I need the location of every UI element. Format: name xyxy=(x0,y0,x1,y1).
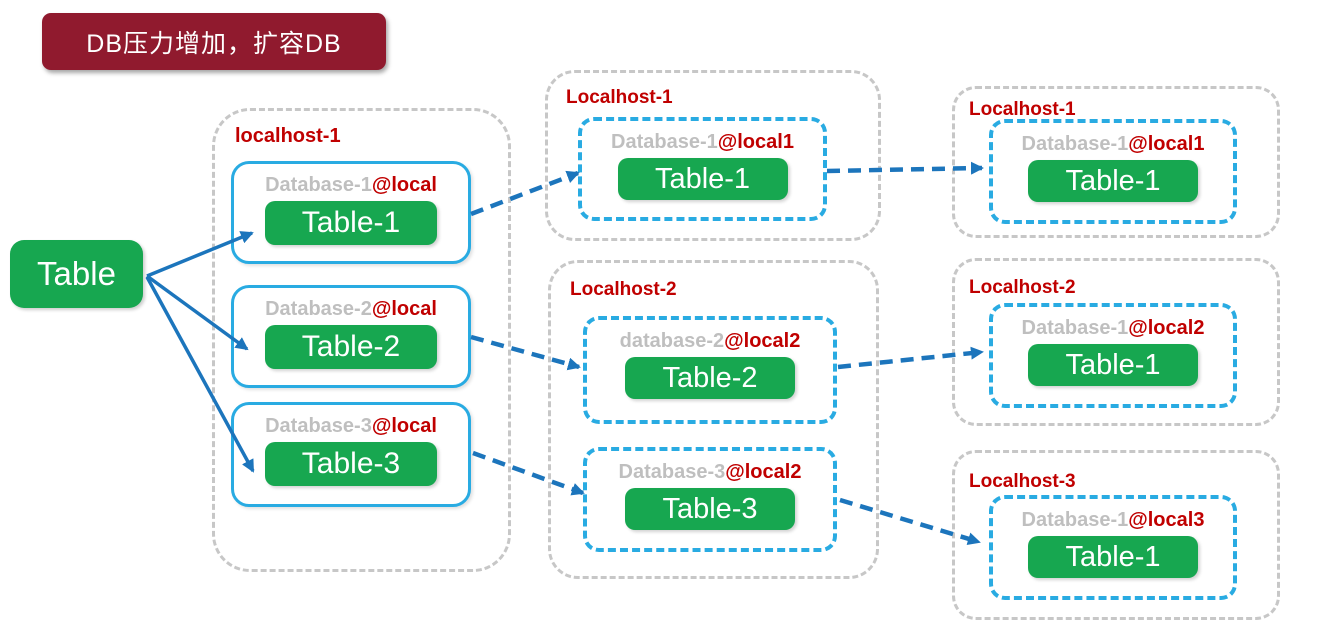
stage3-host2-container: Localhost-2 Database-1@local2 Table-1 xyxy=(952,258,1280,426)
stage1-database-3-label: Database-3@local xyxy=(265,414,437,439)
database-name: Database-3 xyxy=(265,415,372,437)
stage2-host2-database-3-box: Database-3@local2 Table-3 xyxy=(583,447,837,552)
database-name: Database-1 xyxy=(611,131,718,153)
stage1-database-2-box: Database-2@local Table-2 xyxy=(231,285,471,388)
database-label: Database-1@local1 xyxy=(1022,132,1205,157)
database-label: database-2@local2 xyxy=(620,329,801,354)
database-label: Database-3@local2 xyxy=(619,460,802,485)
database-location: @local1 xyxy=(717,131,794,153)
database-location: @local3 xyxy=(1128,509,1205,531)
database-location: @local xyxy=(371,174,437,196)
database-label: Database-1@local1 xyxy=(611,130,794,155)
stage1-host-label: localhost-1 xyxy=(235,125,341,147)
stage3-host1-label: Localhost-1 xyxy=(969,99,1076,120)
stage3-host3-database-box: Database-1@local3 Table-1 xyxy=(989,495,1237,600)
title-banner: DB压力增加，扩容DB xyxy=(42,13,386,70)
stage1-table-1-node: Table-1 xyxy=(265,201,437,245)
stage3-host1-container: Localhost-1 Database-1@local1 Table-1 xyxy=(952,86,1280,238)
stage2-host2-label: Localhost-2 xyxy=(570,279,677,300)
table-label: Table-1 xyxy=(1065,348,1161,381)
stage3-host3-container: Localhost-3 Database-1@local3 Table-1 xyxy=(952,450,1280,620)
stage2-host2-table-3-node: Table-3 xyxy=(625,488,795,530)
table-label: Table-1 xyxy=(654,162,751,195)
stage3-host3-label: Localhost-3 xyxy=(969,471,1076,492)
database-name: Database-1 xyxy=(1021,509,1129,531)
stage1-database-2-label: Database-2@local xyxy=(265,297,437,322)
stage2-host1-label: Localhost-1 xyxy=(566,87,673,108)
database-location: @local2 xyxy=(1128,317,1205,339)
database-name: Database-1 xyxy=(1021,133,1129,155)
table-label: Table-2 xyxy=(662,361,758,394)
database-name: Database-2 xyxy=(265,298,372,320)
table-label: Table-1 xyxy=(301,206,401,239)
stage3-host1-table-node: Table-1 xyxy=(1028,160,1198,202)
stage1-database-1-box: Database-1@local Table-1 xyxy=(231,161,471,264)
database-label: Database-1@local3 xyxy=(1022,508,1205,533)
stage2-host2-database-2-box: database-2@local2 Table-2 xyxy=(583,316,837,424)
table-label: Table-2 xyxy=(301,330,401,363)
stage1-database-3-box: Database-3@local Table-3 xyxy=(231,402,471,507)
stage1-table-2-node: Table-2 xyxy=(265,325,437,369)
stage1-table-3-node: Table-3 xyxy=(265,442,437,486)
database-location: @local2 xyxy=(724,330,801,352)
database-name: Database-1 xyxy=(265,174,372,196)
stage3-host2-database-box: Database-1@local2 Table-1 xyxy=(989,303,1237,408)
stage1-host-container: localhost-1 Database-1@local Table-1 Dat… xyxy=(212,108,511,572)
database-location: @local xyxy=(371,415,437,437)
database-label: Database-1@local2 xyxy=(1022,316,1205,341)
stage2-host1-table-node: Table-1 xyxy=(617,158,788,200)
table-label: Table-3 xyxy=(662,492,758,525)
stage3-host2-table-node: Table-1 xyxy=(1028,344,1198,386)
source-table-node: Table xyxy=(10,240,143,308)
database-name: Database-1 xyxy=(1021,317,1129,339)
stage1-database-1-label: Database-1@local xyxy=(265,173,437,198)
database-location: @local xyxy=(371,298,437,320)
source-table-label: Table xyxy=(37,255,116,292)
stage2-host1-database-box: Database-1@local1 Table-1 xyxy=(578,117,827,221)
stage3-host1-database-box: Database-1@local1 Table-1 xyxy=(989,119,1237,224)
database-name: database-2 xyxy=(619,330,725,352)
stage2-host2-container: Localhost-2 database-2@local2 Table-2 Da… xyxy=(548,260,879,579)
title-banner-label: DB压力增加，扩容DB xyxy=(86,29,342,58)
stage3-host3-table-node: Table-1 xyxy=(1028,536,1198,578)
table-label: Table-1 xyxy=(1065,164,1161,197)
database-location: @local2 xyxy=(725,461,802,483)
stage2-host2-table-2-node: Table-2 xyxy=(625,357,795,399)
database-name: Database-3 xyxy=(618,461,726,483)
table-label: Table-1 xyxy=(1065,540,1161,573)
database-location: @local1 xyxy=(1128,133,1205,155)
stage2-host1-container: Localhost-1 Database-1@local1 Table-1 xyxy=(545,70,881,241)
table-label: Table-3 xyxy=(301,447,401,480)
stage3-host2-label: Localhost-2 xyxy=(969,277,1076,298)
